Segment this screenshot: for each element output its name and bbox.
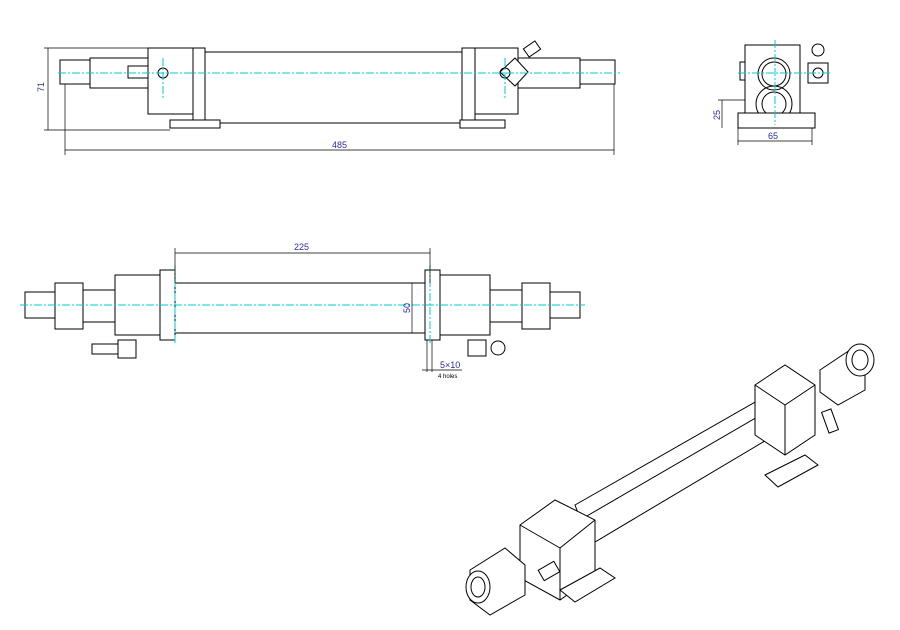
diameter-dimension: 50 <box>402 303 412 313</box>
hole-dimension: 5×10 <box>440 360 460 370</box>
hole-note: 4 holes <box>438 374 457 380</box>
base-height-dimension: 25 <box>712 110 722 120</box>
span-dimension: 225 <box>294 242 309 252</box>
end-view: 25 65 <box>712 40 830 145</box>
width-dimension: 65 <box>768 131 778 141</box>
length-dimension: 485 <box>332 140 347 150</box>
isometric-view <box>465 343 875 616</box>
top-view: 71 485 <box>36 40 620 155</box>
height-dimension: 71 <box>36 82 46 92</box>
side-view: 225 50 5×10 4 holes <box>20 242 585 380</box>
